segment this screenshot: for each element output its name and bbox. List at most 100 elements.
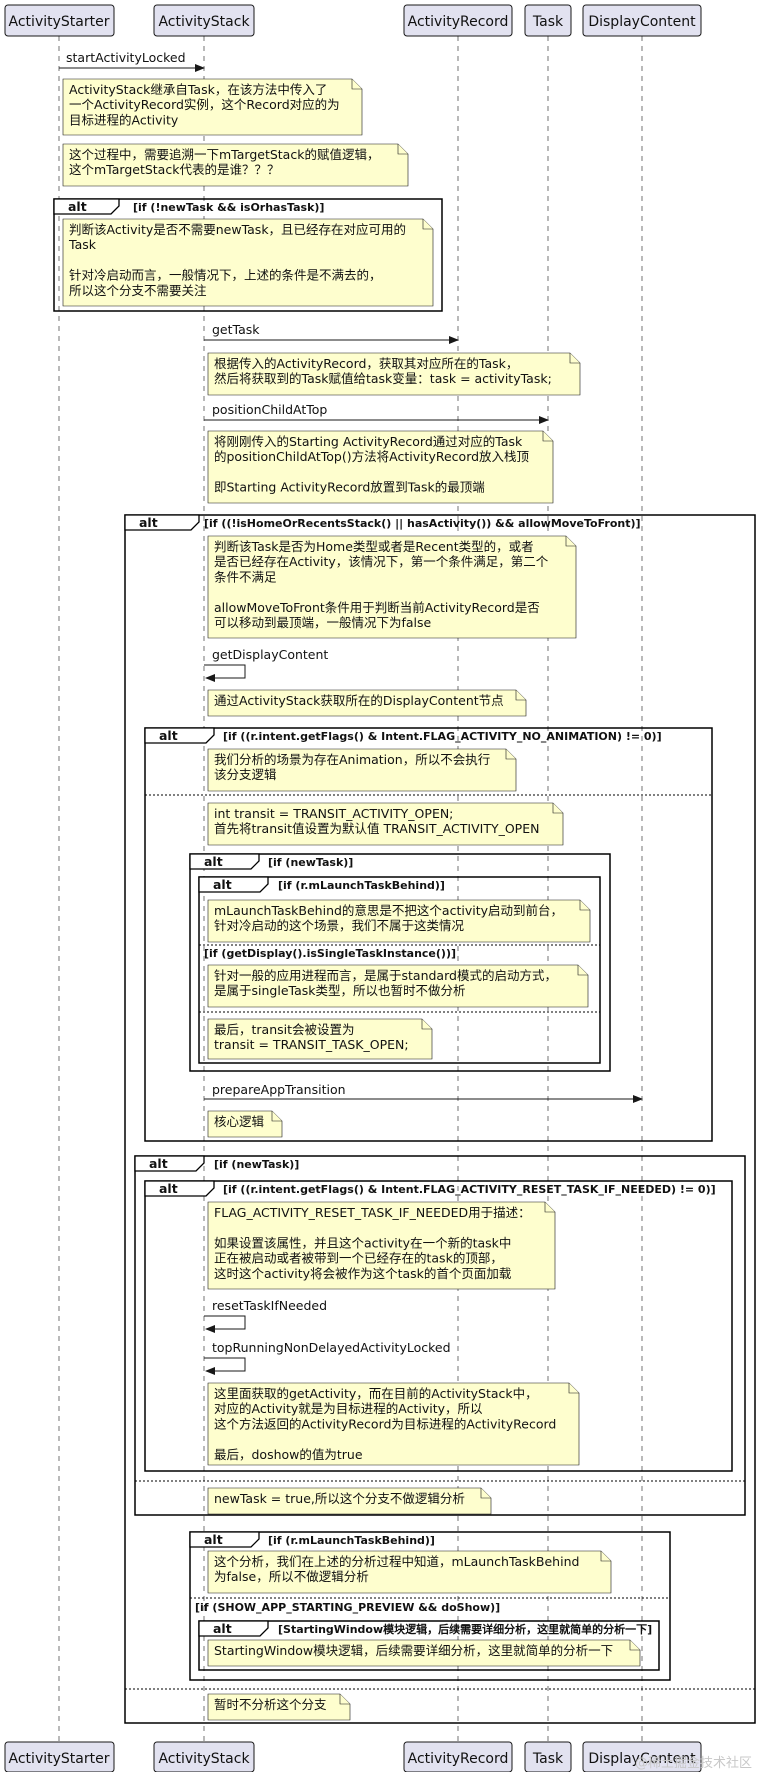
- svg-text:topRunningNonDelayedActivityLo: topRunningNonDelayedActivityLocked: [212, 1340, 451, 1355]
- note-line: 这个分析，我们在上述的分析过程中知道，mLaunchTaskBehind: [214, 1554, 579, 1569]
- note-line: 这时这个activity将会被作为这个task的首个页面加载: [214, 1266, 512, 1281]
- note: 核心逻辑: [207, 1110, 283, 1138]
- note-line: 条件不满足: [214, 569, 277, 584]
- svg-text:ActivityStack: ActivityStack: [158, 1751, 250, 1767]
- message-top-running-non-delayed: topRunningNonDelayedActivityLocked: [204, 1340, 451, 1375]
- note-fold: [397, 144, 408, 155]
- else-condition: [if (SHOW_APP_STARTING_PREVIEW && doShow…: [195, 1601, 500, 1614]
- alt-keyword: alt: [159, 1181, 178, 1196]
- alt-keyword: alt: [159, 728, 178, 743]
- watermark: @稀土掘金技术社区: [635, 1755, 752, 1771]
- note-line: 正在被启动或者被带到一个已经存在的task的顶部，: [214, 1251, 503, 1266]
- message-start-activity-locked: startActivityLocked: [59, 50, 205, 72]
- svg-text:Task: Task: [532, 14, 564, 30]
- note-body: [207, 535, 577, 639]
- note-body: [62, 78, 363, 136]
- svg-text:getTask: getTask: [212, 322, 260, 337]
- svg-text:prepareAppTransition: prepareAppTransition: [212, 1082, 346, 1097]
- alt-frame-starting-preview: alt [if (r.mLaunchTaskBehind)] [if (SHOW…: [189, 1531, 671, 1681]
- message-position-child-at-top: positionChildAtTop: [204, 402, 549, 424]
- alt-keyword: alt: [204, 1532, 223, 1547]
- svg-text:ActivityStack: ActivityStack: [158, 14, 250, 30]
- note-body: [207, 352, 581, 396]
- note-fold: [480, 1488, 491, 1499]
- alt-frame-no-animation: alt [if ((r.intent.getFlags() & Intent.F…: [144, 727, 713, 1142]
- participant-activitystack: ActivityStack ActivityStack: [153, 4, 255, 1772]
- note-body: [207, 802, 564, 846]
- alt-condition: [StartingWindow模块逻辑，后续需要详细分析，这里就简单的分析一下]: [278, 1622, 652, 1636]
- alt-frame-launch-task-behind: alt [if (r.mLaunchTaskBehind)] [if (getD…: [198, 876, 601, 1064]
- note-body: [207, 1639, 641, 1667]
- note-line: Task: [68, 237, 97, 252]
- note: ActivityStack继承自Task，在该方法中传入了一个ActivityR…: [62, 78, 363, 136]
- note-body: [207, 1110, 283, 1138]
- note-line: 然后将获取到的Task赋值给task变量：task = activityTask…: [214, 371, 552, 386]
- note-line: StartingWindow模块逻辑，后续需要详细分析，这里就简单的分析一下: [214, 1643, 613, 1658]
- alt-condition: [if (r.mLaunchTaskBehind)]: [278, 879, 445, 892]
- note-line: 是属于singleTask类型，所以也暂时不做分析: [214, 983, 465, 998]
- alt-keyword: alt: [213, 1621, 232, 1636]
- note-line: 所以这个分支不需要关注: [69, 283, 207, 298]
- note-fold: [542, 431, 553, 442]
- note-line: 一个ActivityRecord实例，这个Record对应的为: [69, 97, 340, 112]
- alt-condition: [if (newTask)]: [268, 856, 353, 869]
- svg-text:ActivityStarter: ActivityStarter: [9, 14, 110, 30]
- note-line: ActivityStack继承自Task，在该方法中传入了: [69, 82, 327, 97]
- alt-keyword: alt: [149, 1156, 168, 1171]
- note-fold: [568, 1383, 579, 1394]
- note-line: transit = TRANSIT_TASK_OPEN;: [214, 1037, 409, 1052]
- note-body: [207, 1693, 351, 1721]
- svg-text:ActivityStarter: ActivityStarter: [9, 1751, 110, 1767]
- note-fold: [351, 79, 362, 90]
- participant-task: Task Task: [524, 4, 572, 1772]
- note-line: int transit = TRANSIT_ACTIVITY_OPEN;: [214, 806, 453, 821]
- message-reset-task-if-needed: resetTaskIfNeeded: [204, 1298, 327, 1333]
- note-body: [207, 964, 589, 1008]
- alt-frame-new-task-inner: alt [if (newTask)]: [189, 853, 611, 1072]
- alt-frame-new-task-outer: alt [if (newTask)]: [134, 1155, 746, 1516]
- note-line: 首先将transit值设置为默认值 TRANSIT_ACTIVITY_OPEN: [214, 821, 539, 836]
- note-line: 的positionChildAtTop()方法将ActivityRecord放入…: [214, 449, 530, 464]
- svg-text:DisplayContent: DisplayContent: [588, 1751, 696, 1767]
- note-fold: [515, 690, 526, 701]
- alt-frame-reset-task: alt [if ((r.intent.getFlags() & Intent.F…: [144, 1180, 733, 1472]
- note-fold: [505, 749, 516, 760]
- note-line: 这里面获取的getActivity，而在目前的ActivityStack中，: [214, 1386, 538, 1401]
- note: int transit = TRANSIT_ACTIVITY_OPEN;首先将t…: [207, 802, 564, 846]
- note-line: 判断该Task是否为Home类型或者是Recent类型的，或者: [214, 539, 534, 554]
- participants: ActivityStarter ActivityStarter Activity…: [4, 4, 702, 1772]
- alt-keyword: alt: [68, 199, 87, 214]
- note: 这个分析，我们在上述的分析过程中知道，mLaunchTaskBehind为fal…: [207, 1550, 612, 1594]
- note-body: [207, 899, 591, 943]
- note-line: 如果设置该属性，并且这个activity在一个新的task中: [214, 1235, 511, 1250]
- alt-frame-not-new-task: alt [if (!newTask && isOrhasTask)]: [53, 198, 443, 312]
- messages: startActivityLocked getTask positionChil…: [59, 50, 643, 1375]
- note-line: 为false，所以不做逻辑分析: [214, 1569, 369, 1584]
- note-line: 这个过程中，需要追溯一下mTargetStack的赋值逻辑，: [69, 147, 379, 162]
- note-body: [207, 1201, 556, 1290]
- alt-keyword: alt: [139, 515, 158, 530]
- note-line: 这个方法返回的ActivityRecord为目标进程的ActivityRecor…: [214, 1416, 556, 1431]
- note-line: 是否已经存在Activity，该情况下，第一个条件满足，第二个: [214, 554, 549, 569]
- note-line: 针对冷启动的这个场景，我们不属于这类情况: [214, 918, 465, 933]
- svg-text:startActivityLocked: startActivityLocked: [66, 50, 186, 65]
- svg-text:ActivityRecord: ActivityRecord: [408, 14, 509, 30]
- note-body: [62, 143, 409, 187]
- note-fold: [339, 1694, 350, 1705]
- alt-frames: alt [if (!newTask && isOrhasTask)] alt […: [53, 198, 756, 1724]
- note-fold: [579, 900, 590, 911]
- note-fold: [421, 1019, 432, 1030]
- note: 根据传入的ActivityRecord，获取其对应所在的Task，然后将获取到的…: [207, 352, 581, 396]
- note-body: [207, 689, 527, 717]
- note-line: 针对冷启动而言，一般情况下，上述的条件是不满去的，: [69, 268, 382, 283]
- note-line: FLAG_ACTIVITY_RESET_TASK_IF_NEEDED用于描述：: [214, 1205, 531, 1220]
- note-body: [207, 1550, 612, 1594]
- note-fold: [565, 536, 576, 547]
- note-body: [207, 748, 517, 792]
- note: 将刚刚传入的Starting ActivityRecord通过对应的Task的p…: [207, 430, 554, 504]
- note-line: 判断该Activity是否不需要newTask，且已经存在对应可用的: [69, 222, 406, 237]
- alt-condition: [if ((!isHomeOrRecentsStack() || hasActi…: [204, 517, 641, 530]
- note-body: [207, 1382, 580, 1466]
